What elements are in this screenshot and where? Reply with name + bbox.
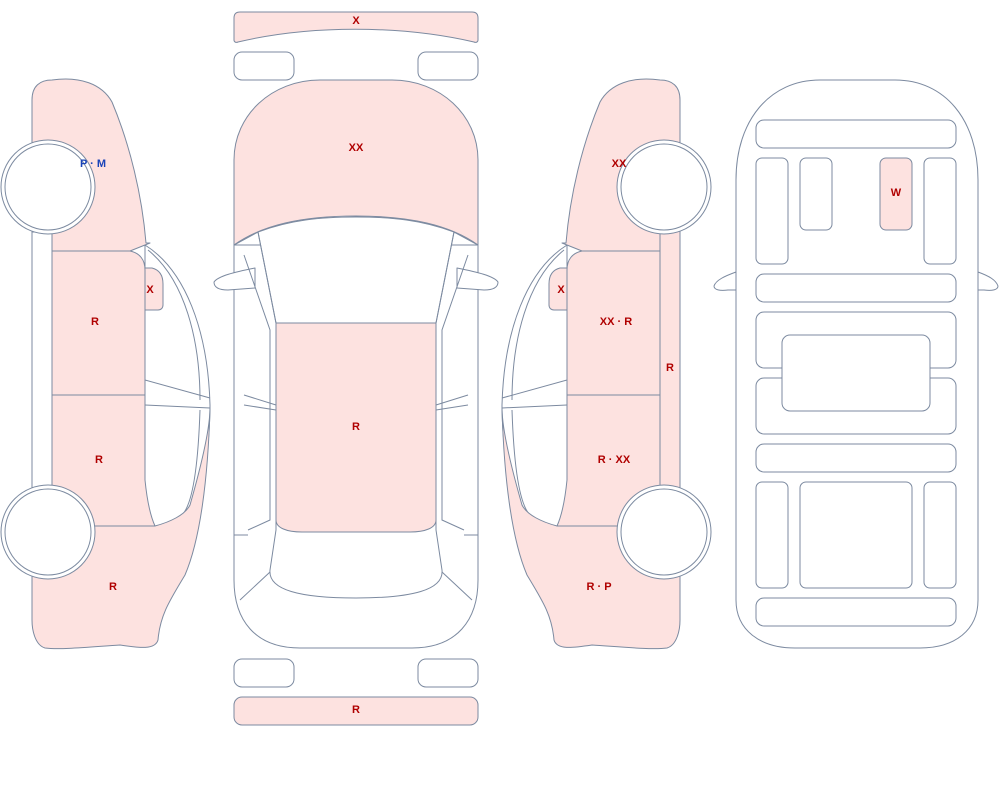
left-rear-frame-rail: [755, 481, 789, 589]
right-front-frame-rail: [923, 157, 957, 265]
label-right-rear-door: R · XX: [598, 454, 631, 466]
left-taillight: [233, 658, 295, 688]
right-taillight: [417, 658, 479, 688]
label-left-rear-quarter: R: [109, 581, 117, 593]
underbody-view: [713, 79, 999, 649]
right-front-door: [566, 250, 661, 396]
firewall-crossmember: [755, 273, 957, 303]
left-front-door: [51, 250, 146, 396]
left-side-view: [0, 78, 211, 650]
rear-bumper: [233, 696, 479, 726]
rear-crossmember: [755, 597, 957, 627]
right-inner-apron: [879, 157, 913, 231]
label-hood: XX: [349, 142, 364, 154]
left-inner-apron: [799, 157, 833, 231]
top-right-mirror: [456, 267, 499, 291]
label-right-front-door: XX · R: [600, 316, 632, 328]
roof: [275, 322, 437, 533]
left-mirror: [143, 267, 164, 311]
left-front-frame-rail: [755, 157, 789, 265]
hood: [233, 79, 479, 246]
label-right-sill: R: [666, 362, 674, 374]
right-rear-wheel: [620, 488, 708, 576]
left-front-wheel: [4, 143, 92, 231]
damage-labels: X XX R R P · M X R R R XX X XX · R R · X…: [80, 15, 902, 716]
label-roof: R: [352, 421, 360, 433]
label-left-mirror: X: [146, 284, 154, 296]
rear-seat-crossmember: [755, 443, 957, 473]
right-front-wheel: [620, 143, 708, 231]
right-mirror: [548, 267, 569, 311]
right-rear-frame-rail: [923, 481, 957, 589]
label-frame-rail-panel: W: [891, 187, 902, 199]
center-tunnel: [781, 334, 931, 412]
trunk-floor: [799, 481, 913, 589]
left-rear-wheel: [4, 488, 92, 576]
left-headlight: [233, 51, 295, 81]
label-right-mirror: X: [557, 284, 565, 296]
label-right-rear-quarter: R · P: [586, 581, 611, 593]
top-view: [213, 11, 499, 726]
underbody-left-tab: [713, 271, 737, 291]
left-sill-panel: [31, 229, 53, 491]
left-rear-quarter: [31, 407, 211, 650]
right-side-view: [501, 78, 712, 650]
right-sill-panel: [659, 229, 681, 491]
label-left-rear-door: R: [95, 454, 103, 466]
top-left-mirror: [213, 267, 256, 291]
windshield: [257, 216, 455, 324]
front-bumper: [233, 11, 479, 43]
label-front-bumper: X: [352, 15, 360, 27]
label-right-front-fender: XX: [612, 158, 627, 170]
underbody-right-tab: [977, 271, 999, 291]
right-rear-quarter: [501, 407, 681, 650]
label-left-front-door: R: [91, 316, 99, 328]
label-left-front-fender: P · M: [80, 158, 106, 170]
front-crossmember: [755, 119, 957, 149]
right-headlight: [417, 51, 479, 81]
label-rear-bumper: R: [352, 704, 360, 716]
